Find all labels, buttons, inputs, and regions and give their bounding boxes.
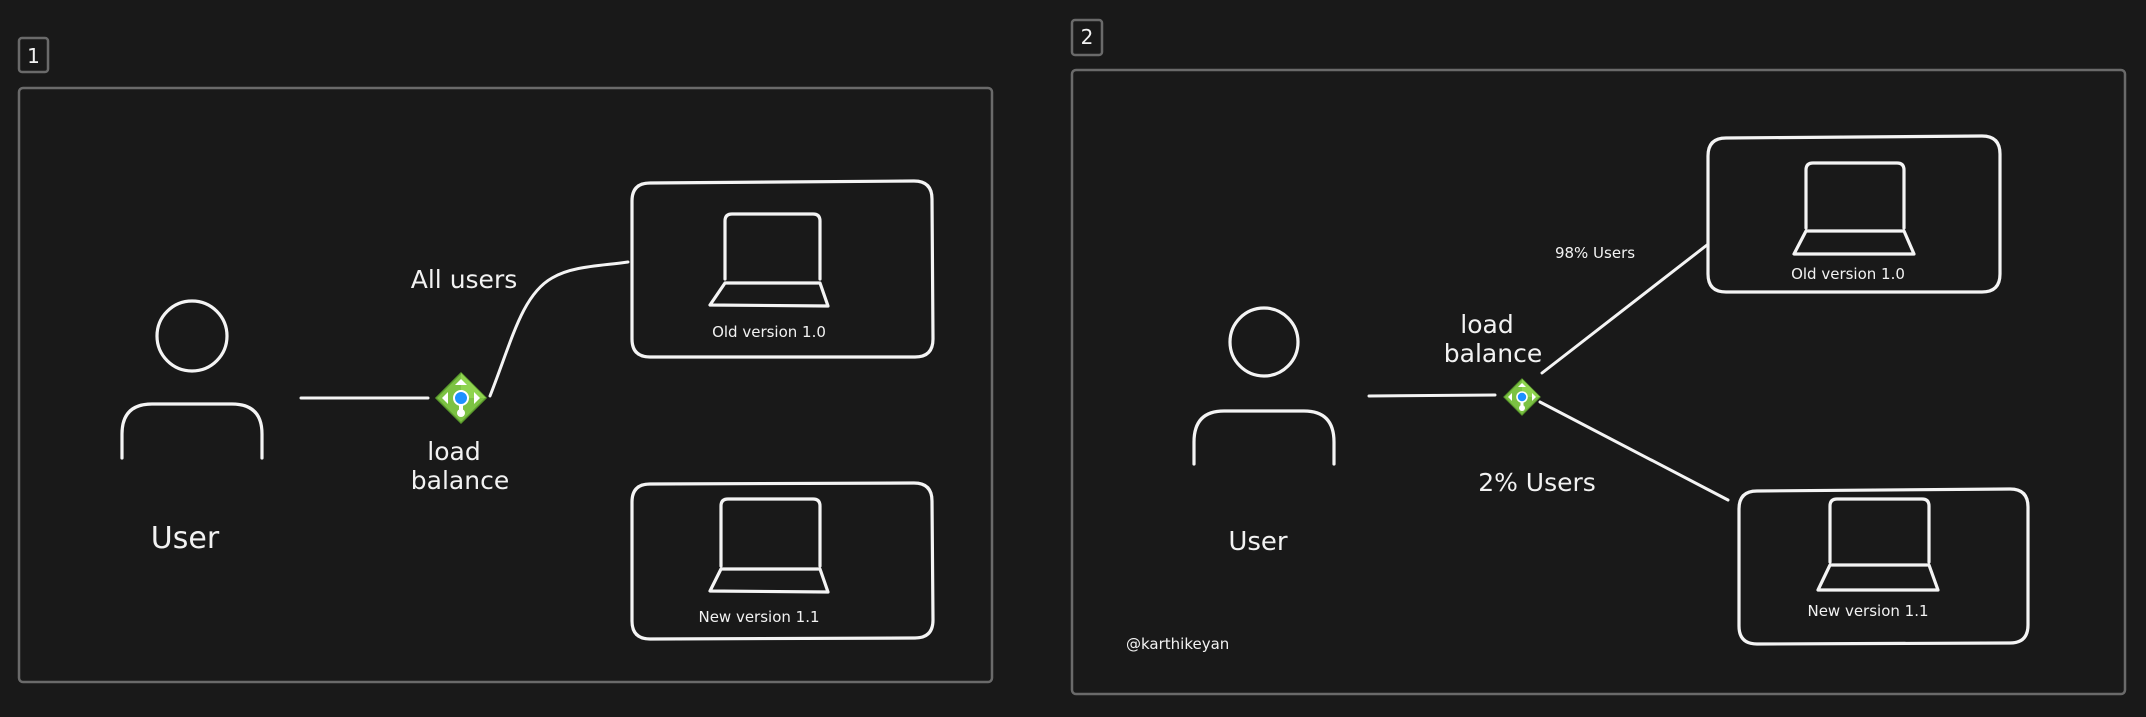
lb-label-line1: load [1460,310,1513,339]
user-icon [120,299,264,460]
server-label: New version 1.1 [1807,602,1928,620]
lb-label-line2: balance [1444,339,1542,368]
server-label: Old version 1.0 [712,323,826,341]
laptop-icon [708,497,830,594]
load-balancer-icon [434,371,488,425]
load-balancer-icon [1503,378,1541,416]
panel-number-box [1070,18,1104,57]
panel-frame [1070,68,2127,696]
lb-label-line1: load [427,437,480,466]
panel-1: 1 User load balance All users [17,36,994,684]
panel-number: 2 [1081,25,1094,49]
panel-number-box [17,36,50,74]
server-label: Old version 1.0 [1791,265,1905,283]
server-new: New version 1.1 [630,481,935,641]
author-credit: @karthikeyan [1126,635,1229,653]
connector-lb-to-old [1540,243,1709,375]
laptop-icon [1816,497,1940,592]
laptop-icon [708,212,830,308]
server-label: New version 1.1 [698,608,819,626]
connector-lb-to-old [488,260,630,398]
edge-label-all-users: All users [411,265,518,294]
panel-number: 1 [27,44,40,68]
connector-user-to-lb [1367,393,1497,398]
panel-2: 2 User load balance 98% Users 2% Users [1070,18,2127,696]
connector-lb-to-new [1538,400,1730,502]
server-old: Old version 1.0 [1706,134,2002,294]
edge-label-98-users: 98% Users [1555,244,1635,262]
edge-label-2-users: 2% Users [1478,468,1596,497]
server-old: Old version 1.0 [630,179,935,359]
user-label: User [1228,527,1288,557]
laptop-icon [1792,161,1916,256]
user-icon [1192,306,1336,466]
lb-label-line2: balance [411,466,509,495]
server-new: New version 1.1 [1737,487,2030,646]
panel-frame [17,86,994,684]
user-label: User [151,521,220,556]
